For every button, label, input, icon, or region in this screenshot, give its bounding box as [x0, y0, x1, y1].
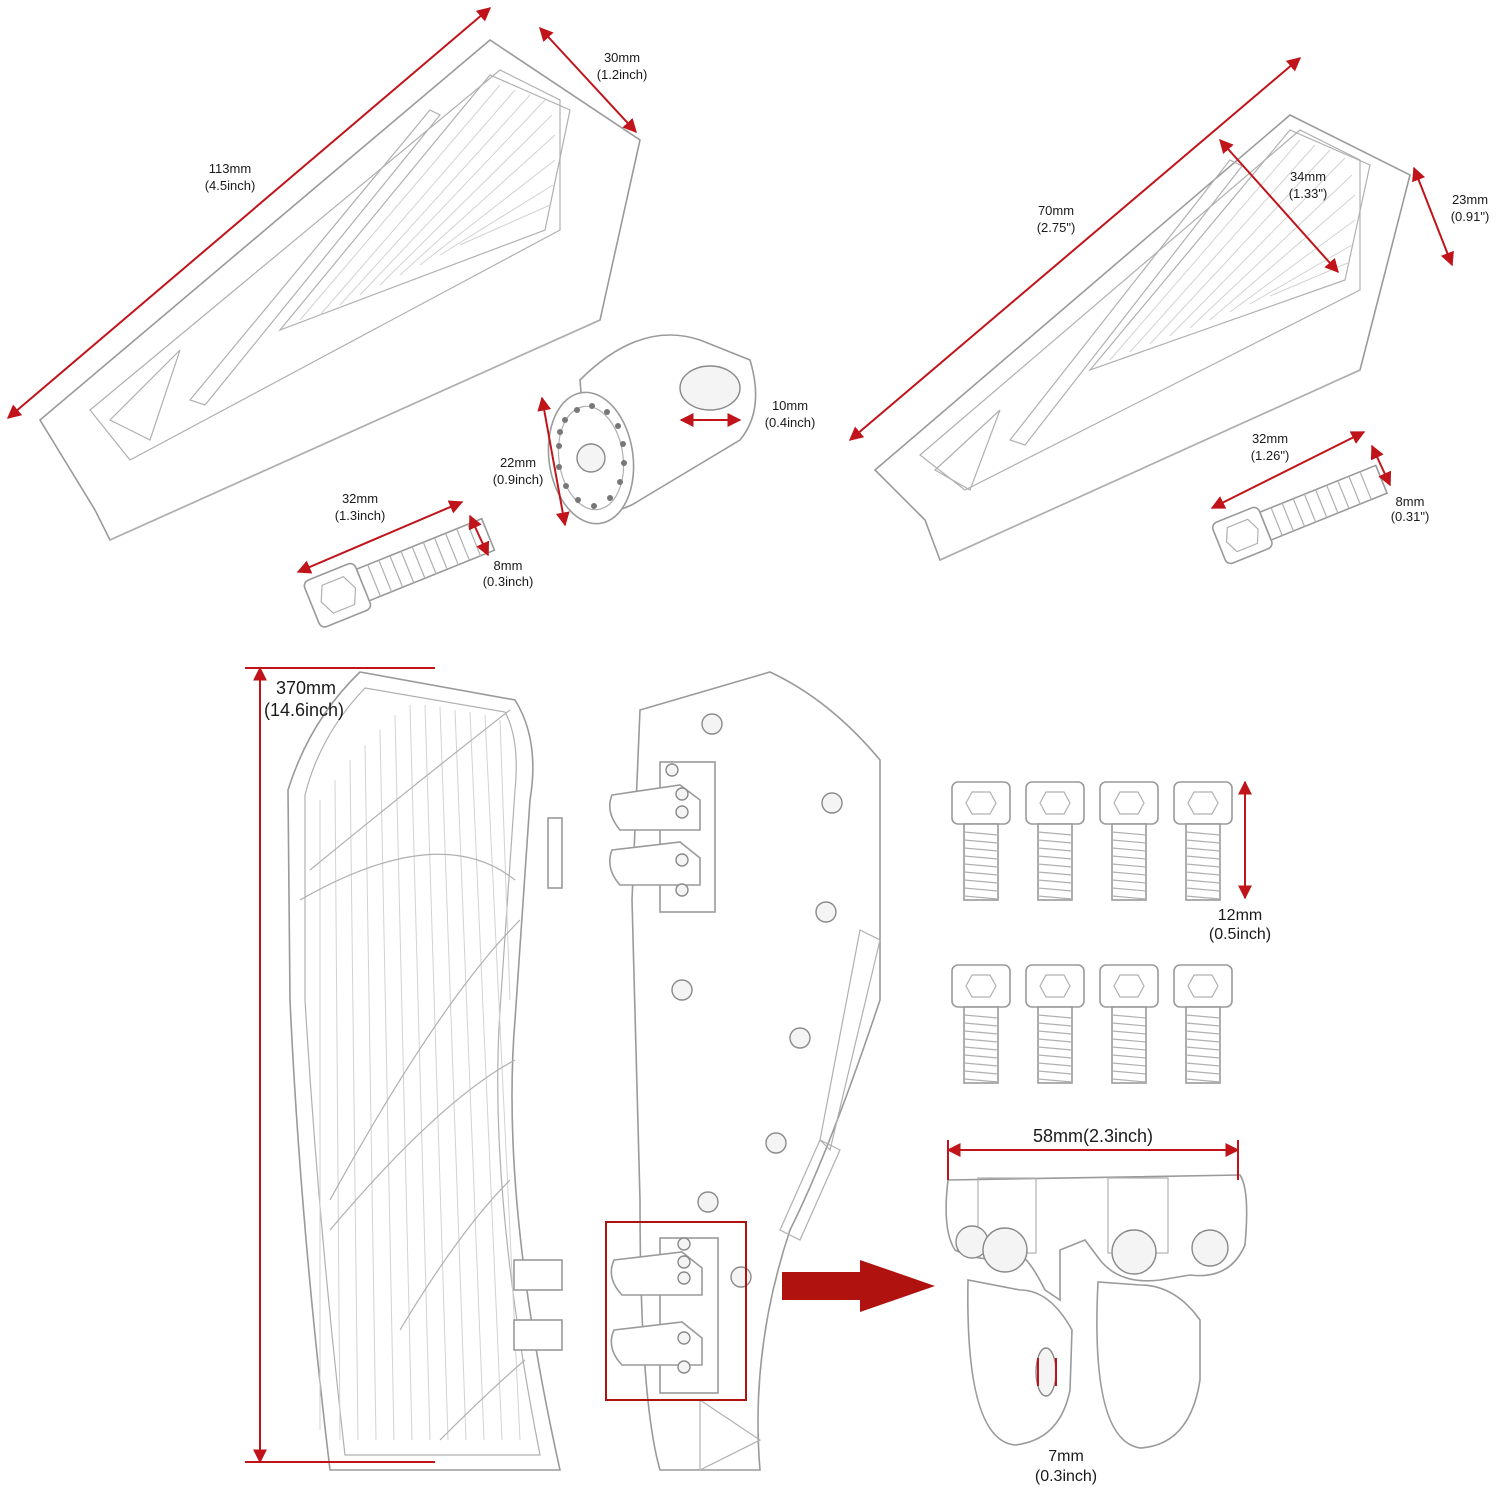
adapter-hole-mm: 10mm: [772, 398, 808, 413]
floorboard-bottom-view: [609, 671, 881, 1471]
peg-b-length-dimension-line: [848, 57, 1302, 441]
peg-b-length-inch: (2.75"): [1037, 220, 1076, 235]
adapter-diameter-mm: 22mm: [500, 455, 536, 470]
bolt-b-length-dimension-line: [1210, 431, 1366, 509]
screw: [1025, 781, 1085, 901]
bolt-b-diameter-mm: 8mm: [1396, 494, 1425, 509]
bolt-a-length-mm: 32mm: [342, 491, 378, 506]
bolt-b-diameter-dimension-line: [1370, 444, 1392, 487]
bolt-a-length-inch: (1.3inch): [335, 508, 386, 523]
zoom-highlight-box: [605, 1221, 747, 1401]
peg-a-length-dimension-line: [6, 7, 492, 419]
adapter-hole-inch: (0.4inch): [765, 415, 816, 430]
screw: [1173, 781, 1233, 901]
screw: [1025, 964, 1085, 1084]
peg-a-width-mm: 30mm: [604, 50, 640, 65]
screw: [951, 781, 1011, 901]
screw: [1173, 964, 1233, 1084]
screw: [1099, 964, 1159, 1084]
mount-adapter: [547, 334, 757, 525]
floorboard-grip-ribs: [319, 704, 521, 1441]
adapter-diameter-dimension-line: [537, 396, 570, 527]
clamp-gap-mm: 7mm: [1048, 1448, 1084, 1465]
bolt-a-diameter-mm: 8mm: [494, 558, 523, 573]
bolt-b-length-inch: (1.26"): [1251, 448, 1290, 463]
screw: [951, 964, 1011, 1084]
zoom-arrow: [782, 1260, 935, 1312]
upper-clamp-pair: [609, 761, 716, 913]
peg-a-width-inch: (1.2inch): [597, 67, 648, 82]
floorboard-top-view: [287, 671, 563, 1471]
bolt-b-length-mm: 32mm: [1252, 431, 1288, 446]
clamp-detail: [945, 1174, 1248, 1449]
clamp-gap-inch: (0.3inch): [1035, 1468, 1097, 1485]
lower-clamp-pair: [610, 1237, 719, 1394]
peg-b-height-dimension-line: [1412, 166, 1454, 267]
bolt-a-diameter-dimension-line: [468, 514, 490, 557]
board-length-mm: 370mm: [276, 678, 336, 698]
board-length-inch: (14.6inch): [264, 700, 344, 720]
bolt-a-diameter-inch: (0.3inch): [483, 574, 534, 589]
peg-b-length-mm: 70mm: [1038, 203, 1074, 218]
peg-b-pad-dimension-line: [1219, 138, 1339, 274]
screw: [1099, 781, 1159, 901]
bolt-b-diameter-inch: (0.31"): [1391, 509, 1430, 524]
bolt-a-length-dimension-line: [296, 500, 464, 574]
adapter-diameter-inch: (0.9inch): [493, 472, 544, 487]
peg-a-width-dimension-line: [539, 26, 637, 134]
peg-a-length-inch: (4.5inch): [205, 178, 256, 193]
peg-b-pad-mm: 34mm: [1290, 169, 1326, 184]
clamp-width-label: 58mm(2.3inch): [1033, 1126, 1153, 1146]
peg-b-pad-inch: (1.33"): [1289, 186, 1328, 201]
screw-length-mm: 12mm: [1218, 907, 1262, 924]
bolt-b: [1211, 464, 1389, 565]
screw-length-inch: (0.5inch): [1209, 926, 1271, 943]
peg-b-height-mm: 23mm: [1452, 192, 1488, 207]
screw-set: [951, 781, 1233, 1084]
peg-b-height-inch: (0.91"): [1451, 209, 1490, 224]
peg-a-length-mm: 113mm: [209, 161, 251, 176]
